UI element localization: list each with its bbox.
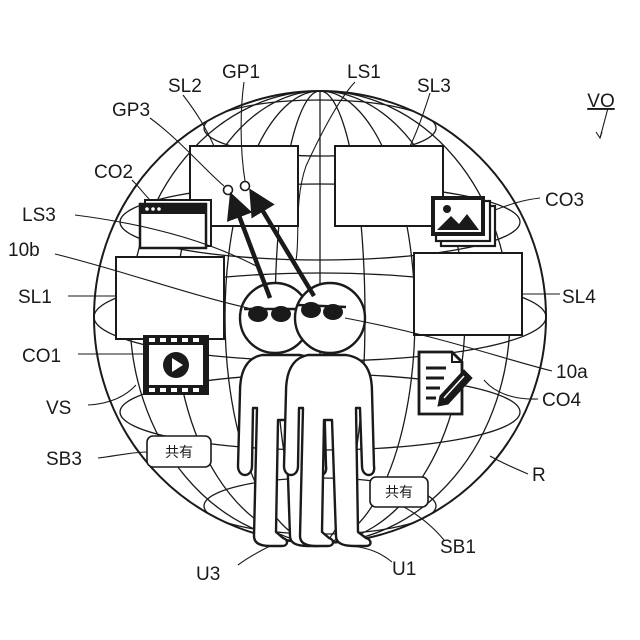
label-10b: 10b [8, 240, 40, 261]
browser-dot [157, 207, 161, 211]
label-sl4: SL4 [562, 287, 596, 308]
label-gp1: GP1 [222, 62, 260, 83]
label-vs: VS [46, 398, 71, 419]
label-co1: CO1 [22, 346, 61, 367]
leader-sb3 [98, 452, 147, 458]
screen-sl3 [335, 146, 443, 226]
label-sl1: SL1 [18, 287, 52, 308]
film-hole [182, 388, 188, 392]
browser-dot [151, 207, 155, 211]
label-10a: 10a [556, 362, 588, 383]
label-sb3: SB3 [46, 449, 82, 470]
label-ls3: LS3 [22, 205, 56, 226]
leader-u1 [352, 546, 392, 562]
leader-r [490, 456, 528, 474]
gaze-point-gp3 [224, 186, 233, 195]
label-co4: CO4 [542, 390, 582, 411]
gallery-sun [443, 205, 451, 213]
leader-co2 [132, 180, 150, 200]
screen-sl4 [414, 253, 522, 335]
label-u3: U3 [196, 564, 220, 585]
label-sb1: SB1 [440, 537, 476, 558]
browser-dot [145, 207, 149, 211]
film-hole [171, 338, 177, 342]
video-play-icon [143, 335, 209, 395]
film-hole [160, 338, 166, 342]
film-hole [193, 388, 199, 392]
leader-u3 [238, 546, 270, 565]
label-co2: CO2 [94, 162, 133, 183]
gaze-point-gp1 [241, 182, 250, 191]
label-sl2: SL2 [168, 76, 202, 97]
film-hole [149, 388, 155, 392]
label-co3: CO3 [545, 190, 584, 211]
image-gallery-icon [431, 196, 495, 246]
leader-vs [88, 385, 136, 405]
label-u1: U1 [392, 559, 416, 580]
film-hole [171, 388, 177, 392]
label-vo: VO [587, 91, 614, 112]
browser-window-icon [140, 200, 211, 248]
label-r: R [532, 465, 546, 486]
share-button-sb1-label[interactable]: 共有 [385, 485, 413, 501]
film-hole [160, 388, 166, 392]
label-sl3: SL3 [417, 76, 451, 97]
share-button-sb1[interactable]: 共有 [370, 477, 428, 507]
film-hole [149, 338, 155, 342]
browser-title-bar [140, 204, 206, 214]
film-hole [182, 338, 188, 342]
leader-co4 [484, 380, 538, 399]
share-button-sb3-label[interactable]: 共有 [165, 445, 193, 461]
film-hole [193, 338, 199, 342]
document-edit-icon [419, 352, 472, 414]
label-gp3: GP3 [112, 100, 150, 121]
share-button-sb3[interactable]: 共有 [147, 436, 211, 467]
label-ls1: LS1 [347, 62, 381, 83]
